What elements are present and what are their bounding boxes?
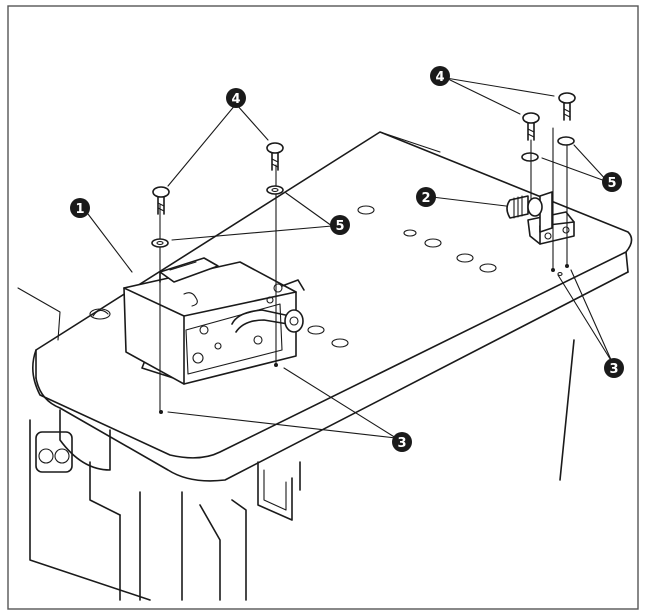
leader-lines bbox=[87, 77, 613, 439]
small-bracket-unit bbox=[506, 191, 575, 245]
callout-3-right: 3 bbox=[604, 358, 624, 378]
screws-and-washers bbox=[151, 92, 576, 414]
callout-1: 1 bbox=[70, 198, 90, 218]
callout-4-left: 4 bbox=[226, 88, 246, 108]
callout-4-right: 4 bbox=[430, 66, 450, 86]
callout-5-left-label: 5 bbox=[335, 219, 344, 234]
callout-3-bottom: 3 bbox=[392, 432, 412, 452]
callout-1-label: 1 bbox=[75, 202, 84, 217]
main-assembly-unit bbox=[123, 257, 305, 385]
callout-2-label: 2 bbox=[421, 191, 430, 206]
under-table-parts bbox=[29, 339, 575, 601]
callout-2: 2 bbox=[416, 187, 436, 207]
callout-3-right-label: 3 bbox=[609, 362, 618, 377]
callout-5-right: 5 bbox=[602, 172, 622, 192]
callout-4-left-label: 4 bbox=[231, 92, 240, 107]
callout-4-right-label: 4 bbox=[435, 70, 444, 85]
callout-5-right-label: 5 bbox=[607, 176, 616, 191]
callout-3-bottom-label: 3 bbox=[397, 436, 406, 451]
table-holes bbox=[89, 205, 563, 348]
callout-5-left: 5 bbox=[330, 215, 350, 235]
